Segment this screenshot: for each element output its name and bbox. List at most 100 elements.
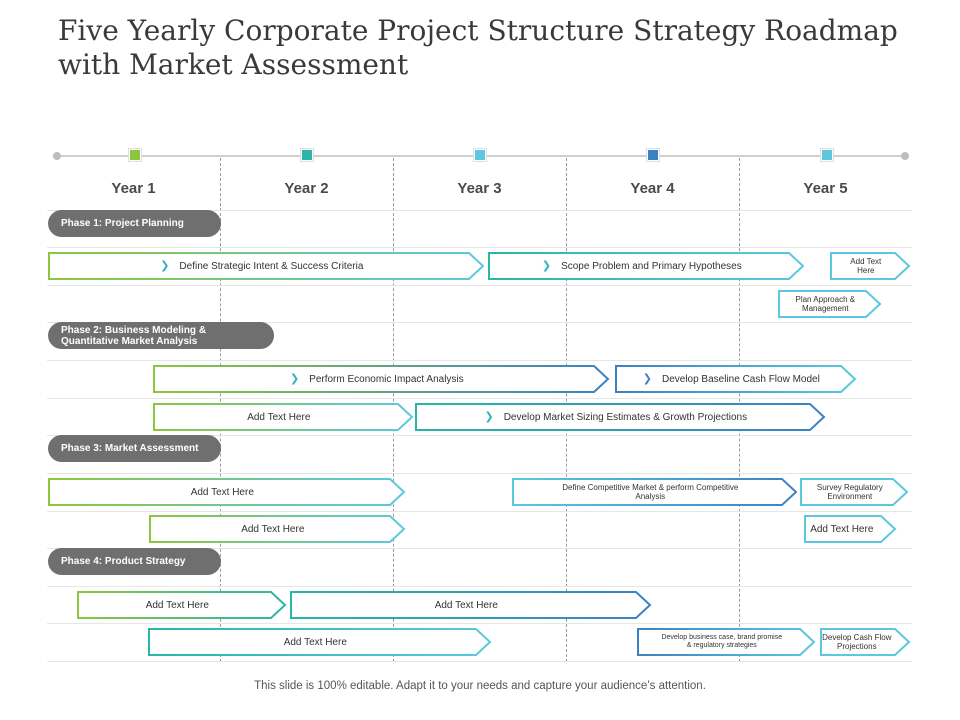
phase-3-pill: Phase 3: Market Assessment <box>48 435 221 462</box>
task-add-text-p4-row1a[interactable]: Add Text Here <box>77 591 287 619</box>
task-label: Add Text Here <box>190 486 254 498</box>
chevron-right-icon: ❯ <box>160 259 170 272</box>
task-arrow-shape <box>153 403 414 431</box>
task-add-text-p3-row2[interactable]: Add Text Here <box>149 515 406 543</box>
task-plan-approach[interactable]: Plan Approach & Management <box>778 290 882 318</box>
row-divider <box>47 586 912 587</box>
task-arrow-shape <box>820 628 911 656</box>
task-arrow-outline <box>804 515 897 543</box>
row-divider <box>47 473 912 474</box>
year-1-marker <box>129 149 141 161</box>
task-label: Plan Approach & Management <box>795 295 856 313</box>
task-add-text-p3-y5[interactable]: Add Text Here <box>804 515 897 543</box>
task-arrow-outline <box>48 252 485 280</box>
task-competitive-market[interactable]: Define Competitive Market & perform Comp… <box>512 478 798 506</box>
task-label: Develop Cash Flow Projections <box>822 633 892 651</box>
year-5-label: Year 5 <box>803 180 848 197</box>
year-2-marker <box>301 149 313 161</box>
footer-note: This slide is 100% editable. Adapt it to… <box>254 680 706 692</box>
year-4-marker <box>647 149 659 161</box>
row-divider <box>47 623 912 624</box>
task-arrow-outline <box>153 403 414 431</box>
row-divider <box>47 661 912 662</box>
task-arrow-outline <box>149 515 406 543</box>
row-divider <box>47 285 912 286</box>
task-arrow-outline <box>290 591 652 619</box>
task-arrow-shape <box>512 478 798 506</box>
task-label: Perform Economic Impact Analysis <box>309 373 464 385</box>
task-define-strategic-intent[interactable]: ❯ Define Strategic Intent & Success Crite… <box>48 252 485 280</box>
task-label: Add Text Here <box>283 636 347 648</box>
task-arrow-shape <box>615 365 857 393</box>
phase-1-pill: Phase 1: Project Planning <box>48 210 221 237</box>
task-arrow-shape <box>148 628 492 656</box>
year-1-label: Year 1 <box>111 180 156 197</box>
row-divider <box>47 360 912 361</box>
task-arrow-shape <box>637 628 816 656</box>
task-arrow-shape <box>290 591 652 619</box>
task-label: Scope Problem and Primary Hypotheses <box>561 260 742 272</box>
task-label: Develop Baseline Cash Flow Model <box>661 373 820 385</box>
row-divider <box>47 435 912 436</box>
year-2-label: Year 2 <box>284 180 329 197</box>
task-arrow-outline <box>637 628 816 656</box>
task-arrow-outline <box>77 591 287 619</box>
task-label: Add Text Here <box>145 599 209 611</box>
task-arrow-outline <box>415 403 826 431</box>
chevron-right-icon: ❯ <box>289 372 300 385</box>
task-label: Develop Market Sizing Estimates & Growth… <box>503 411 748 423</box>
task-arrow-outline <box>48 478 406 506</box>
task-label: Define Competitive Market & perform Comp… <box>562 483 739 501</box>
task-arrow-outline <box>153 365 610 393</box>
chevron-right-icon: ❯ <box>541 259 552 272</box>
timeline-end-dot <box>901 152 909 160</box>
task-arrow-shape <box>48 252 485 280</box>
task-label: Add Text Here <box>810 523 874 535</box>
task-arrow-shape <box>149 515 406 543</box>
task-arrow-shape <box>48 478 406 506</box>
page-title: Five Yearly Corporate Project Structure … <box>58 14 898 81</box>
row-divider <box>47 322 912 323</box>
task-add-text-row-sizing[interactable]: Add Text Here <box>153 403 414 431</box>
task-arrow-outline <box>512 478 798 506</box>
task-survey-regulatory[interactable]: Survey Regulatory Environment <box>800 478 909 506</box>
task-business-case[interactable]: Develop business case, brand promise & r… <box>637 628 816 656</box>
task-arrow-shape <box>153 365 610 393</box>
task-label: Develop business case, brand promise & r… <box>661 634 783 649</box>
task-label: Define Strategic Intent & Success Criter… <box>179 260 364 272</box>
task-arrow-outline <box>830 252 911 280</box>
task-add-text-p4-row2[interactable]: Add Text Here <box>148 628 492 656</box>
chevron-right-icon: ❯ <box>642 372 652 385</box>
phase-4-pill: Phase 4: Product Strategy <box>48 548 221 575</box>
row-divider <box>47 210 912 211</box>
task-arrow-shape <box>778 290 882 318</box>
year-3-label: Year 3 <box>457 180 502 197</box>
task-arrow-outline <box>820 628 911 656</box>
task-baseline-cash-flow[interactable]: ❯ Develop Baseline Cash Flow Model <box>615 365 857 393</box>
task-arrow-outline <box>615 365 857 393</box>
task-label: Add Text Here <box>850 257 882 275</box>
task-arrow-outline <box>800 478 909 506</box>
task-market-sizing[interactable]: ❯Develop Market Sizing Estimates & Growt… <box>415 403 826 431</box>
task-economic-impact[interactable]: ❯ Perform Economic Impact Analysis <box>153 365 610 393</box>
task-arrow-shape <box>415 403 826 431</box>
task-label: Add Text Here <box>241 523 305 535</box>
year-4-label: Year 4 <box>630 180 675 197</box>
task-add-text-p4-row1b[interactable]: Add Text Here <box>290 591 652 619</box>
task-add-text-p3-row1[interactable]: Add Text Here <box>48 478 406 506</box>
task-arrow-shape <box>77 591 287 619</box>
task-label: Survey Regulatory Environment <box>816 483 883 501</box>
phase-2-pill: Phase 2: Business Modeling & Quantitativ… <box>48 322 274 349</box>
row-divider <box>47 548 912 549</box>
year-5-marker <box>821 149 833 161</box>
row-divider <box>47 398 912 399</box>
task-label: Add Text Here <box>434 599 498 611</box>
task-arrow-shape <box>804 515 897 543</box>
task-arrow-shape <box>488 252 805 280</box>
year-3-marker <box>474 149 486 161</box>
task-arrow-outline <box>778 290 882 318</box>
task-cash-flow-projections[interactable]: Develop Cash Flow Projections <box>820 628 911 656</box>
row-divider <box>47 247 912 248</box>
task-add-text-y5-row1[interactable]: Add Text Here <box>830 252 911 280</box>
task-scope-problem[interactable]: ❯ Scope Problem and Primary Hypotheses <box>488 252 805 280</box>
